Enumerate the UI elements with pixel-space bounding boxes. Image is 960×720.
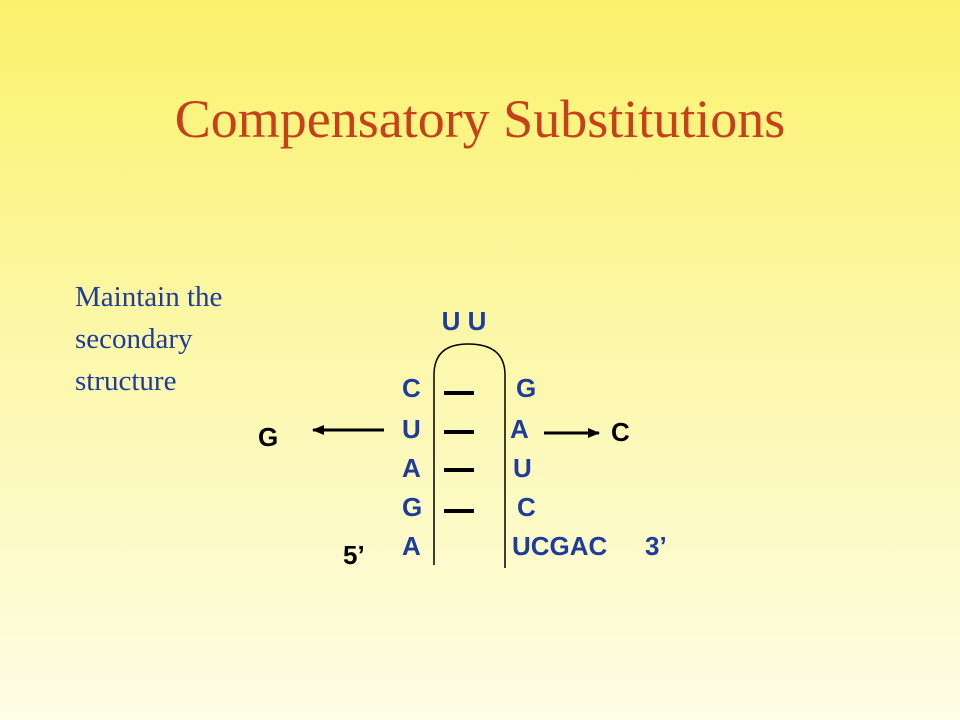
left-base-3: A bbox=[402, 453, 421, 483]
three-prime-label: 3’ bbox=[645, 531, 667, 561]
hairpin-backbone bbox=[433, 343, 506, 568]
five-prime-label: 5’ bbox=[343, 540, 365, 570]
right-base-1: G bbox=[516, 373, 536, 403]
side-note-line-3: structure bbox=[75, 365, 177, 397]
left-base-1: C bbox=[402, 373, 421, 403]
right-base-3: U bbox=[513, 453, 532, 483]
three-prime-tail: UCGAC bbox=[512, 531, 608, 561]
right-substitution-base: C bbox=[611, 417, 630, 447]
slide-title: Compensatory Substitutions bbox=[174, 89, 786, 149]
left-base-2: U bbox=[402, 414, 421, 444]
side-note-line-1: Maintain the bbox=[75, 281, 223, 313]
side-note-line-2: secondary bbox=[75, 323, 193, 355]
left-base-5: A bbox=[402, 531, 421, 561]
loop-label: U U bbox=[442, 306, 487, 336]
right-base-2: A bbox=[510, 414, 529, 444]
side-note: Maintain the secondary structure bbox=[75, 276, 295, 402]
left-substitution-base: G bbox=[258, 422, 278, 452]
right-base-4: C bbox=[517, 492, 536, 522]
left-base-4: G bbox=[402, 492, 422, 522]
